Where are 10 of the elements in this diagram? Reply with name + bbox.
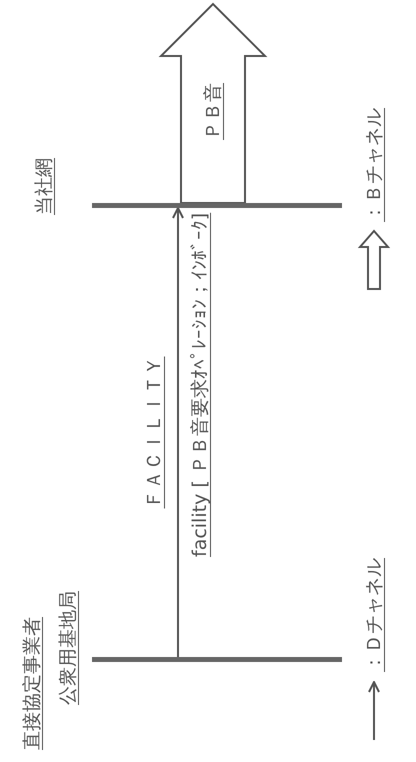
parameter-label: facility [ ＰＢ音要求ｵﾍﾟﾚｰｼｮﾝ；ｲﾝﾎﾞｰｸ] <box>188 212 212 557</box>
edge-label: ＰＢ音 <box>201 83 225 140</box>
legend-label: ：Ｂチャネル <box>362 108 386 222</box>
edge-label: ＦＡＣＩＬＩＴＹ <box>142 356 166 508</box>
participant-label: 当社網 <box>32 158 56 215</box>
block-arrow <box>158 2 268 204</box>
participant-label: 直接協定事業者 <box>20 617 44 750</box>
legend-label: ：Ｄチャネル <box>362 558 386 672</box>
participant-label: 公衆用基地局 <box>56 591 80 705</box>
arrow <box>172 207 184 657</box>
